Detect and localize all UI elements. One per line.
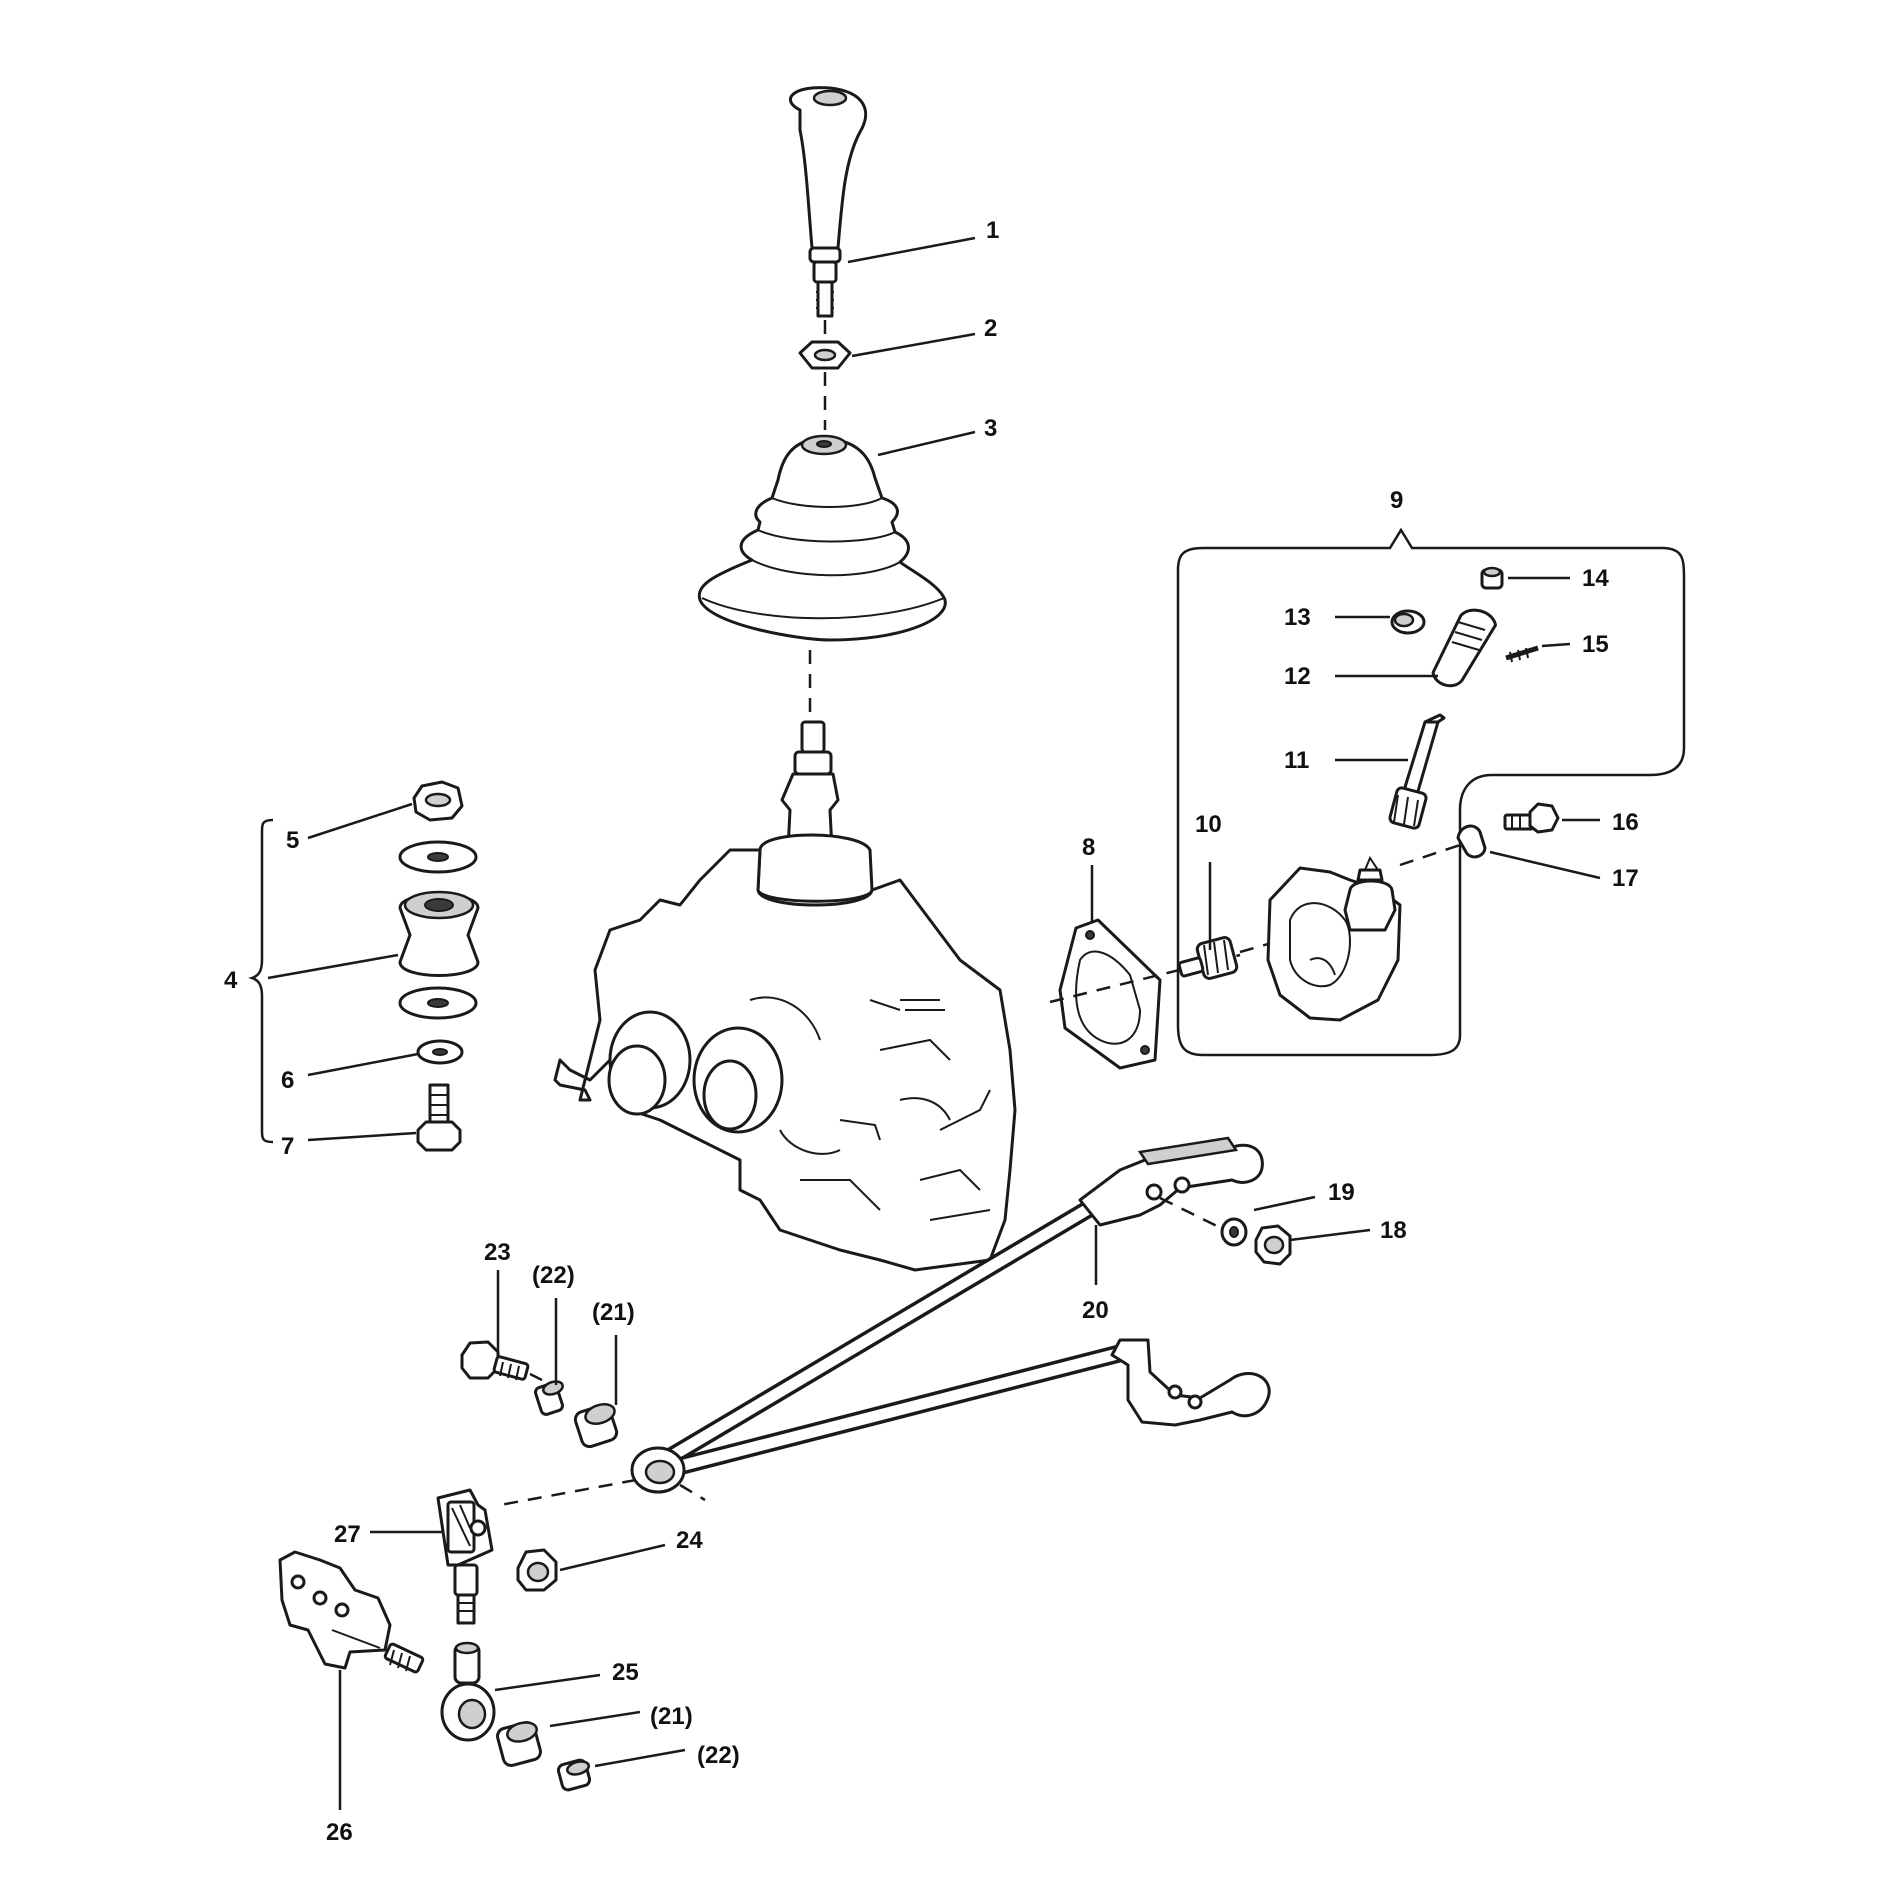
label-8: 8 xyxy=(1082,834,1095,861)
label-6: 6 xyxy=(281,1067,294,1094)
label-7: 7 xyxy=(281,1133,294,1160)
leader-lines xyxy=(267,236,1601,1810)
mounting-bracket xyxy=(278,1550,425,1674)
label-11: 11 xyxy=(1284,747,1309,774)
label-15: 15 xyxy=(1582,631,1609,658)
label-17: 17 xyxy=(1612,865,1639,892)
label-10: 10 xyxy=(1195,811,1222,838)
pivot-bushing-lower xyxy=(496,1721,542,1767)
clevis-nut xyxy=(516,1548,558,1592)
kit-9-bracket xyxy=(1176,527,1686,1057)
label-22-upper: (22) xyxy=(532,1262,575,1289)
knob-lock-nut xyxy=(798,340,852,370)
selector-housing xyxy=(1266,855,1402,1022)
gear-knob xyxy=(788,86,868,318)
label-14: 14 xyxy=(1582,565,1609,592)
spring-pin xyxy=(1505,645,1539,663)
pivot-bushing-upper xyxy=(573,1403,619,1449)
sleeve-plug xyxy=(1480,566,1504,590)
label-4: 4 xyxy=(224,967,238,994)
selector-shaft xyxy=(1388,713,1446,830)
pivot-spacer-lower xyxy=(556,1758,592,1792)
label-13: 13 xyxy=(1284,604,1311,631)
rod-nut xyxy=(1254,1224,1292,1266)
mount-rubber-bushing xyxy=(398,890,480,977)
mount-nut xyxy=(412,780,464,822)
label-3: 3 xyxy=(984,415,997,442)
housing-bolt xyxy=(1503,802,1560,834)
rod-eye-end xyxy=(440,1641,496,1742)
label-2: 2 xyxy=(984,315,997,342)
label-20: 20 xyxy=(1082,1297,1109,1324)
rod-clevis xyxy=(436,1488,494,1625)
gearbox-housing xyxy=(553,720,1017,1272)
label-21-upper: (21) xyxy=(592,1299,635,1326)
mount-spacer xyxy=(416,1039,464,1065)
callout-labels: 1 2 3 4 5 6 7 8 9 10 11 12 13 14 15 16 1… xyxy=(224,217,1639,1846)
label-24: 24 xyxy=(676,1527,703,1554)
mount-washer-upper xyxy=(398,840,478,874)
label-21-lower: (21) xyxy=(650,1703,693,1730)
label-26: 26 xyxy=(326,1819,353,1846)
rod-washer xyxy=(1220,1217,1248,1247)
label-27: 27 xyxy=(334,1521,361,1548)
pivot-spacer-upper xyxy=(534,1380,564,1416)
label-16: 16 xyxy=(1612,809,1639,836)
sleeve-cap xyxy=(1390,609,1426,635)
housing-washer xyxy=(1456,824,1487,859)
selector-gasket xyxy=(1058,918,1162,1070)
label-19: 19 xyxy=(1328,1179,1355,1206)
pivot-bolt xyxy=(460,1340,530,1381)
label-22-lower: (22) xyxy=(697,1742,740,1769)
label-5: 5 xyxy=(286,827,299,854)
brace-4 xyxy=(248,818,274,1144)
label-25: 25 xyxy=(612,1659,639,1686)
mount-bolt xyxy=(416,1083,462,1152)
selector-sleeve xyxy=(1431,608,1497,688)
label-12: 12 xyxy=(1284,663,1311,690)
shift-rod-assembly xyxy=(630,1136,1271,1494)
gear-lever-boot xyxy=(697,434,947,642)
label-9: 9 xyxy=(1390,487,1403,514)
label-18: 18 xyxy=(1380,1217,1407,1244)
selector-bushing xyxy=(1177,936,1239,980)
label-1: 1 xyxy=(986,217,999,244)
mount-washer-lower xyxy=(398,986,478,1020)
label-23: 23 xyxy=(484,1239,511,1266)
